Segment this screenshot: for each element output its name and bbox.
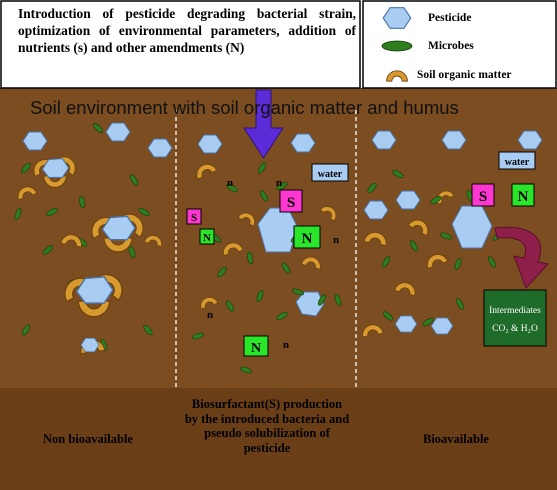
nutrient-box-right: [511, 183, 535, 207]
intermediates-line2: CO₂ & H₂O: [492, 324, 538, 334]
water-box-middle: [311, 163, 349, 182]
nutrient-label-lower: N: [251, 341, 261, 356]
intermediates-line1: Intermediates: [489, 306, 541, 316]
right-panel: [360, 130, 543, 338]
water-label-right: water: [505, 157, 530, 168]
n-label-3: n: [333, 234, 339, 246]
intro-text: Introduction of pesticide degrading bact…: [18, 6, 356, 55]
nutrient-label-small: N: [203, 232, 211, 244]
nutrient-label-right: N: [518, 189, 529, 205]
curved-arrow: [494, 226, 549, 289]
n-label-1: n: [227, 177, 233, 189]
legend-microbes-label: Microbes: [428, 40, 474, 52]
legend-organic-matter-label: Soil organic matter: [417, 69, 512, 81]
surfactant-label-small: S: [191, 212, 197, 224]
legend-pesticide-label: Pesticide: [428, 12, 472, 24]
surfactant-box-small: [186, 208, 202, 225]
downward-arrow: [243, 89, 284, 159]
surfactant-box-right: [471, 183, 495, 207]
middle-panel: [191, 133, 343, 375]
caption-non-bioavailable: Non bioavailable: [43, 432, 133, 446]
n-label-4: n: [207, 309, 213, 321]
intro-box: [0, 0, 361, 89]
caption-biosurfactant: Biosurfactant(S) production by the intro…: [184, 397, 350, 455]
nutrient-box-small: [199, 228, 215, 245]
caption-bioavailable: Bioavailable: [423, 432, 489, 446]
nutrient-label-middle: N: [302, 231, 313, 247]
surfactant-box-middle: [279, 189, 303, 213]
caption-band: [0, 388, 557, 490]
n-label-2: n: [276, 177, 282, 189]
n-label-5: n: [283, 339, 289, 351]
surfactant-label-right: S: [479, 189, 487, 205]
nutrient-box-lower: [243, 335, 269, 357]
legend-pesticide-icon: [382, 7, 412, 29]
nutrient-box-middle: [293, 225, 321, 249]
soil-environment-title: Soil environment with soil organic matte…: [30, 97, 459, 118]
legend-microbe-icon: [381, 40, 413, 52]
water-label-middle: water: [318, 169, 343, 180]
intermediates-box: [483, 289, 547, 347]
water-box-right: [498, 151, 536, 170]
surfactant-label-middle: S: [287, 195, 295, 211]
